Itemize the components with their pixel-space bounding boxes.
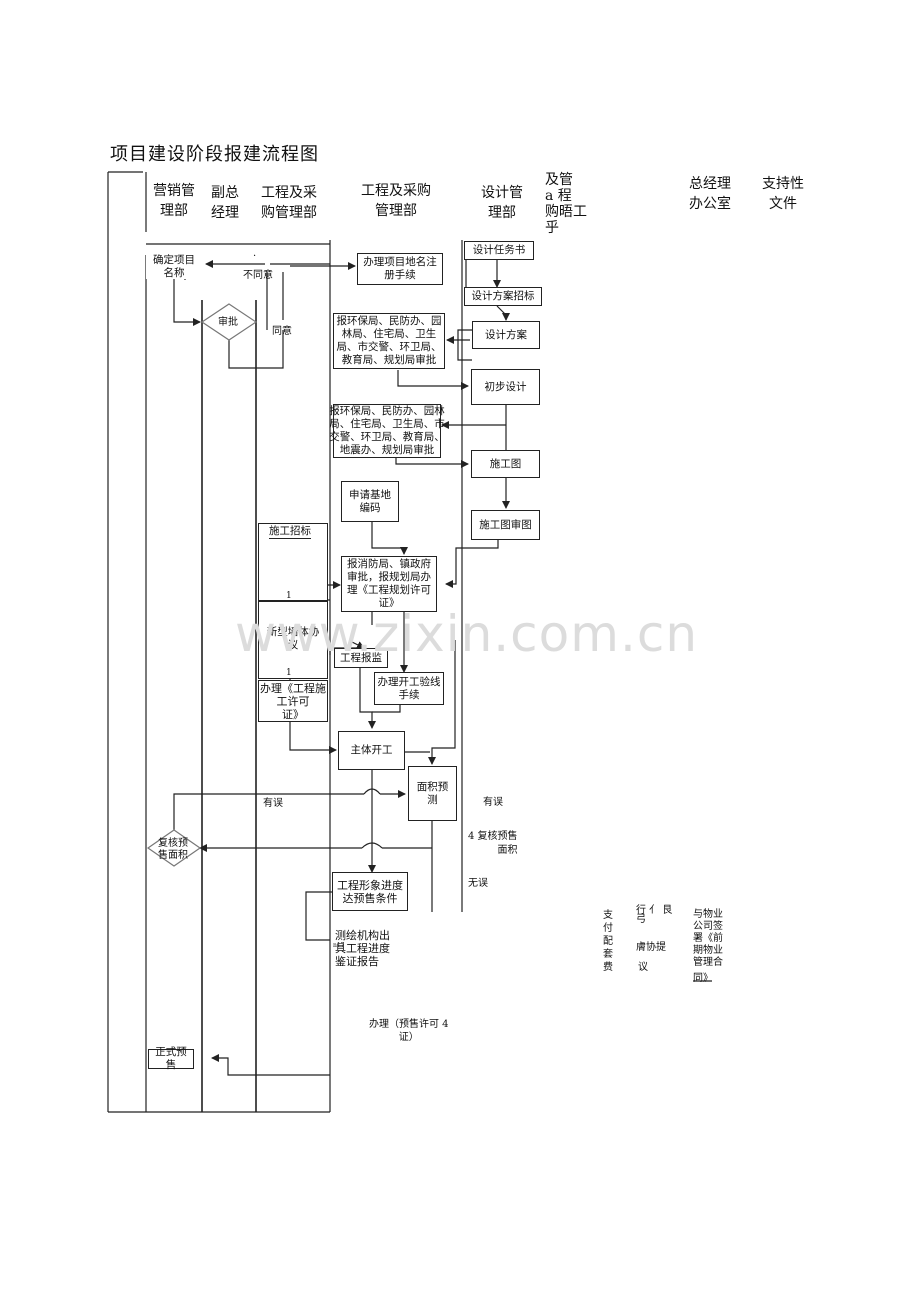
label-garbled-a: 行 亻 艮 弓 [636, 905, 673, 925]
node-survey-report: 测绘机构出 具工程进度 鉴证报告 [335, 929, 390, 968]
recheck-area-diamond [146, 829, 202, 867]
label-disagree: 不同意 [243, 270, 273, 281]
node-design-plan: 设计方案 [472, 321, 540, 349]
node-main-start: 主体开工 [338, 731, 405, 770]
label-one-a: 1 [286, 591, 292, 601]
node-formal-presale: 正式预售 [148, 1046, 194, 1071]
node-start-procedures: 办理开工验线 手续 [374, 672, 444, 705]
label-property-contract-a: 与物业 公司签 署《前 期物业 管理合 [693, 909, 723, 968]
col-marketing: 营销管 理部 [153, 183, 195, 219]
node-presale-permit: 办理（预售许可 4 证） [369, 1019, 449, 1043]
label-garbled-b: 膚协提 [636, 942, 666, 953]
label-recheck-presale-area: 4 复核预售 面积 [468, 831, 518, 856]
node-area-estimate: 面积预 测 [408, 766, 457, 821]
node-drawing-review: 施工图审图 [471, 510, 540, 540]
node-design-bid: 设计方案招标 [464, 287, 542, 306]
label-tiny: n17 [333, 942, 345, 949]
node-construction-drawing: 施工图 [471, 450, 540, 478]
construction-bid-label: 施工招标 [269, 525, 311, 539]
node-approve: 审批 [218, 317, 238, 328]
node-wall-agreement: 新型墙体协议 [258, 601, 328, 679]
label-error-left: 有误 [263, 798, 283, 809]
label-dot: · [253, 251, 257, 262]
node-confirm-name: 确定项目 名称 [146, 254, 202, 279]
node-design-task: 设计任务书 [464, 241, 534, 260]
node-recheck-area: 复核预 售面积 [158, 838, 188, 861]
node-construction-bid: 施工招标 [258, 523, 328, 601]
node-construction-permit: 办理《工程施 工许可 证》 [258, 680, 328, 722]
approve-diamond [200, 303, 258, 341]
label-pay-fees: 支 付 配 套 费 [603, 910, 613, 973]
label-agree: 同意 [272, 326, 292, 337]
label-one-b: 1 [286, 668, 292, 678]
page-title: 项目建设阶段报建流程图 [110, 144, 319, 165]
node-project-report: 工程报监 [334, 648, 388, 668]
col-design: 设计管 理部 [481, 185, 523, 221]
col-support-docs: 支持性 文件 [762, 176, 804, 212]
label-property-contract-b: 同》 [693, 973, 713, 984]
label-no-error: 无误 [468, 878, 488, 889]
label-garbled-c: 议 [638, 962, 648, 973]
node-fire-dept: 报消防局、镇政府 审批，报规划局办 理《工程规划许可 证》 [341, 556, 437, 612]
col-eng-purchase-b: 工程及采购 管理部 [361, 183, 431, 219]
col-deputy-gm: 副总 经理 [211, 185, 239, 221]
node-report-env-2: 报环保局、民防办、园林 局、住宅局、卫生局、市 交警、环卫局、教育局、 地震办、… [329, 404, 445, 458]
col-eng-purchase-a: 工程及采 购管理部 [261, 185, 317, 221]
col-garbled: 及管 a 程 购晤工 乎 [545, 172, 587, 236]
node-apply-base-code: 申请基地 编码 [341, 481, 399, 522]
watermark: www.zixin.com.cn [235, 605, 699, 663]
label-error-right: 有误 [483, 797, 503, 808]
node-prelim-design: 初步设计 [471, 369, 540, 405]
node-report-env-1: 报环保局、民防办、园 林局、住宅局、卫生 局、市交警、环卫局、 教育局、规划局审… [333, 313, 445, 369]
col-gm-office: 总经理 办公室 [689, 176, 731, 212]
node-register: 办理项目地名注 册手续 [357, 253, 443, 285]
node-progress-reached: 工程形象进度 达预售条件 [332, 872, 408, 911]
